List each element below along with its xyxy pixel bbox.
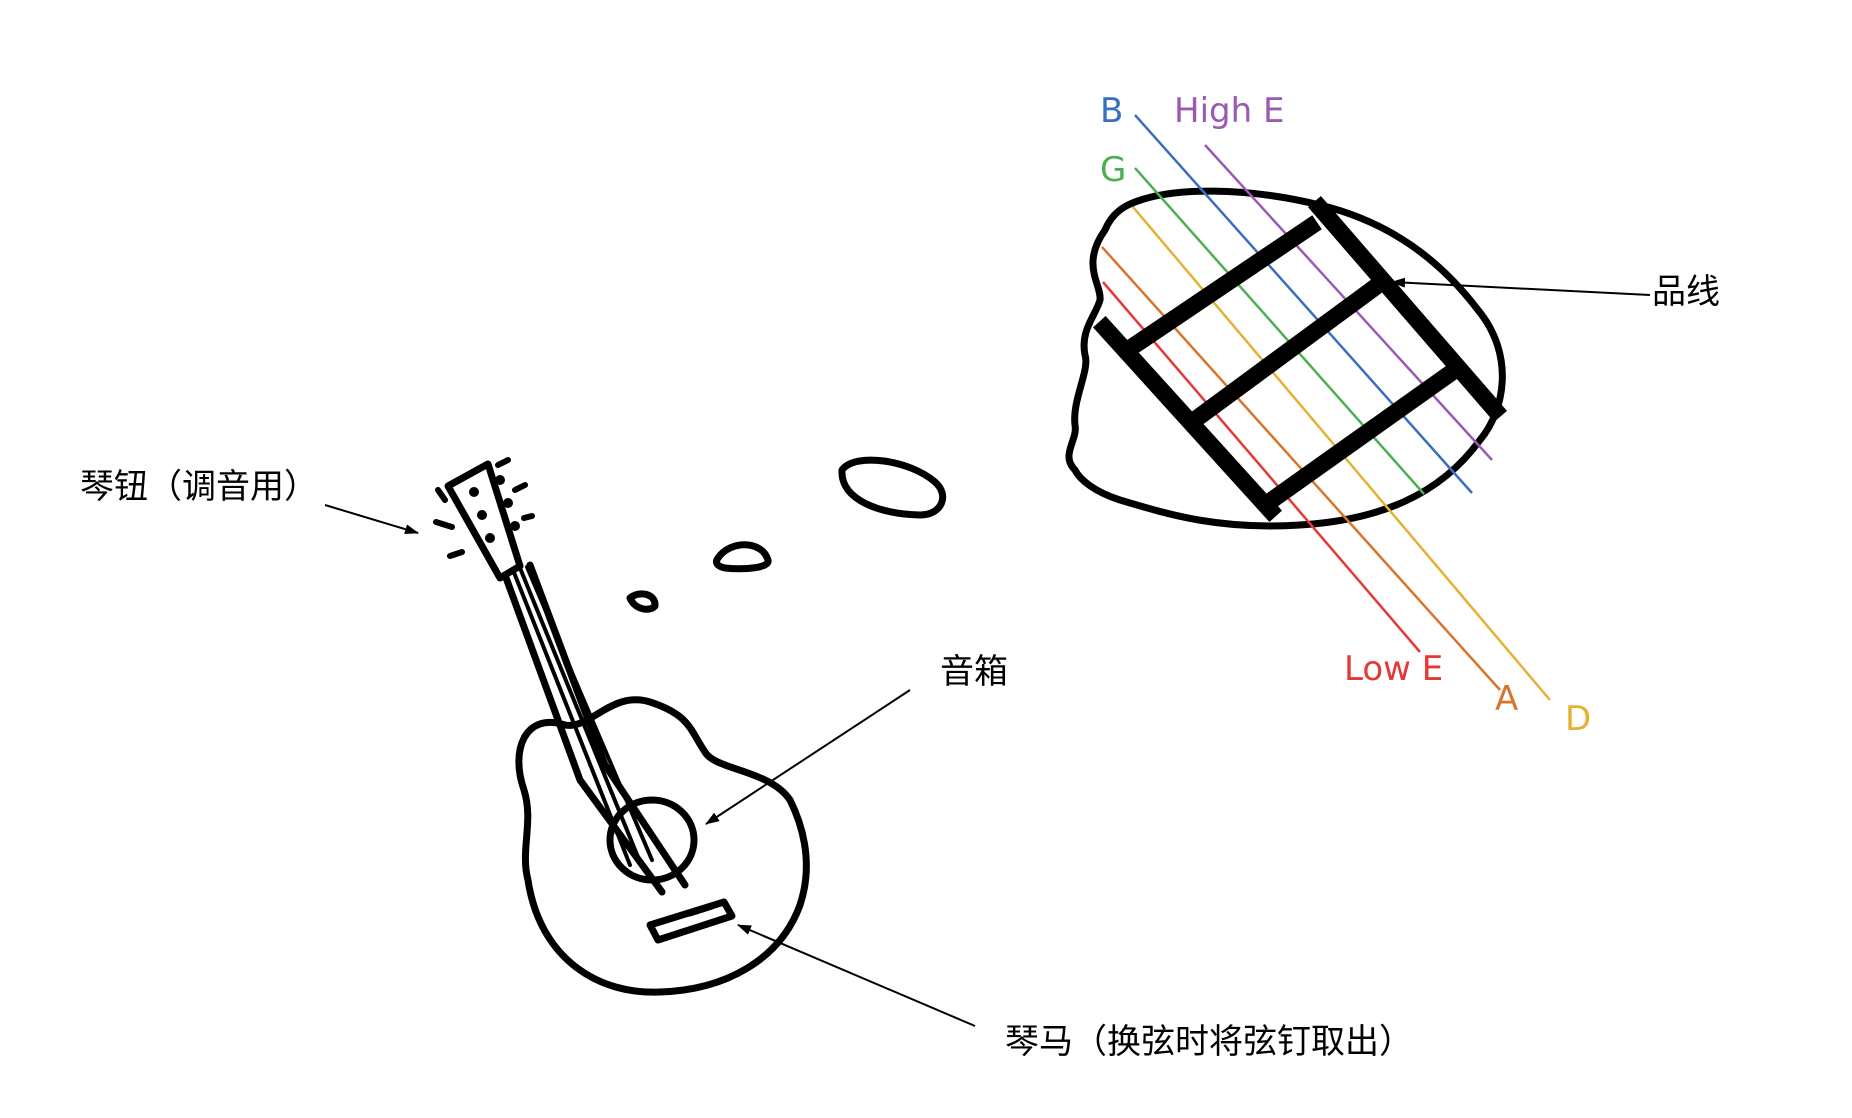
string-label-high-e: High E bbox=[1174, 91, 1285, 131]
string-label-b: B bbox=[1100, 91, 1124, 131]
string-b bbox=[1134, 114, 1473, 494]
fret-line bbox=[1260, 358, 1467, 512]
guitar-bridge bbox=[646, 898, 736, 944]
string-label-g: G bbox=[1100, 150, 1127, 190]
tuning-pegs bbox=[433, 457, 535, 559]
zoom-bubble-large bbox=[838, 456, 947, 519]
guitar-drawing bbox=[433, 457, 810, 996]
guitar-body bbox=[515, 696, 810, 996]
string-label-low-e: Low E bbox=[1344, 649, 1444, 689]
string-low-e bbox=[1102, 281, 1421, 653]
sound-box-arrow bbox=[705, 689, 911, 825]
fret-line bbox=[1120, 215, 1322, 359]
string-label-d: D bbox=[1565, 699, 1592, 739]
headstock bbox=[444, 460, 524, 582]
zoom-bubble-small bbox=[626, 590, 659, 613]
bridge-label: 琴马（换弦时将弦钉取出） bbox=[1005, 1022, 1413, 1062]
sound-box-label: 音箱 bbox=[940, 652, 1008, 692]
frets-arrow bbox=[1391, 277, 1651, 296]
zoom-bubble-medium bbox=[713, 541, 772, 573]
fret-line bbox=[1180, 279, 1382, 434]
tuning-pegs-label: 琴钮（调音用） bbox=[80, 467, 318, 507]
string-g bbox=[1134, 167, 1425, 495]
fretboard-zoom-outline bbox=[1065, 187, 1506, 530]
tuning-pegs-arrow bbox=[324, 504, 419, 535]
neck-strings bbox=[511, 565, 654, 867]
fret-line bbox=[1308, 196, 1507, 422]
frets-label: 品线 bbox=[1652, 272, 1720, 312]
string-a bbox=[1101, 246, 1501, 691]
bridge-arrow bbox=[737, 924, 976, 1027]
fret-line bbox=[1092, 315, 1283, 523]
string-label-a: A bbox=[1495, 679, 1519, 719]
fret-lines bbox=[1092, 196, 1507, 523]
